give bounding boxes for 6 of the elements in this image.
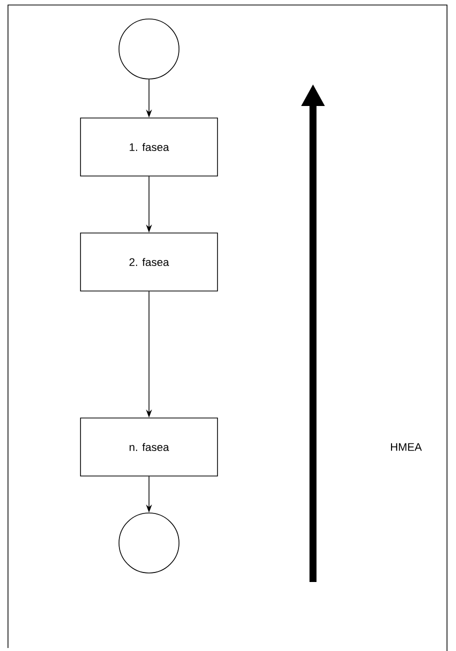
process-box: n. fasea: [80, 418, 218, 476]
axis-label: HMEA: [391, 443, 422, 451]
circle-shape: [118, 18, 180, 80]
circle-shape: [118, 512, 180, 574]
process-box: 1. fasea: [80, 118, 218, 176]
process-box: 2. fasea: [80, 232, 218, 292]
